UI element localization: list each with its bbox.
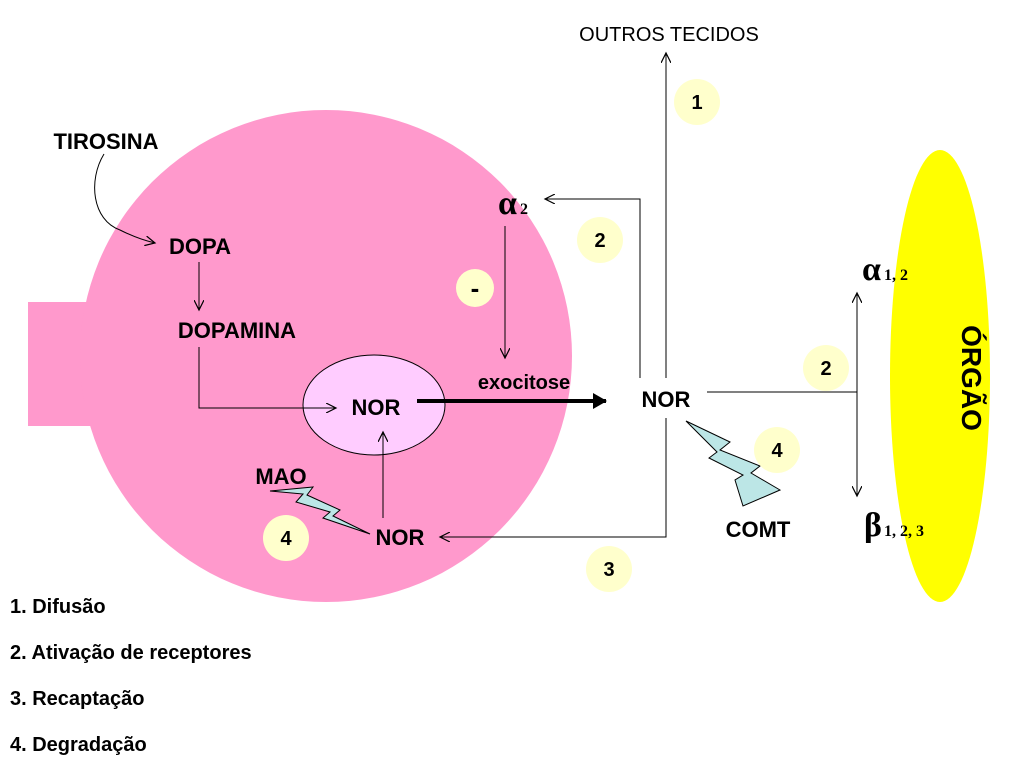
legend-item-recaptacao: 3. Recaptação bbox=[10, 688, 145, 710]
dopamina-label: DOPAMINA bbox=[178, 318, 296, 343]
mao-lightning-icon bbox=[269, 486, 371, 535]
orgao-label: ÓRGÃO bbox=[956, 325, 987, 431]
legend-item-difusao: 1. Difusão bbox=[10, 596, 106, 618]
mao-label: MAO bbox=[255, 464, 306, 489]
neuron-body bbox=[80, 110, 572, 602]
legend-item-ativacao: 2. Ativação de receptores bbox=[10, 642, 252, 664]
svg-text:β: β bbox=[864, 507, 882, 544]
exocitose-label: exocitose bbox=[478, 372, 570, 394]
svg-text:2: 2 bbox=[820, 358, 831, 380]
nor-recaptured-label: NOR bbox=[376, 525, 425, 550]
svg-text:α: α bbox=[862, 251, 881, 288]
svg-text:4: 4 bbox=[280, 528, 292, 550]
dopamina-to-nor-arrow bbox=[198, 347, 336, 408]
dopa-label: DOPA bbox=[169, 234, 231, 259]
comt-label: COMT bbox=[726, 517, 791, 542]
badge-activation-presynaptic: 2 bbox=[577, 217, 623, 263]
organ-ellipse bbox=[890, 150, 990, 602]
receptor-alpha2: α 2 bbox=[498, 185, 528, 222]
badge-diffusion: 1 bbox=[674, 79, 720, 125]
svg-text:4: 4 bbox=[771, 440, 783, 462]
badge-degradation-mao: 4 bbox=[263, 515, 309, 561]
svg-text:α: α bbox=[498, 185, 517, 222]
receptor-alpha12: α 1, 2 bbox=[862, 251, 908, 288]
outros-tecidos-label: OUTROS TECIDOS bbox=[579, 24, 759, 46]
badge-activation-postsynaptic: 2 bbox=[803, 345, 849, 391]
badge-reuptake: 3 bbox=[586, 546, 632, 592]
svg-text:2: 2 bbox=[594, 230, 605, 252]
nor-vesicle-label: NOR bbox=[352, 395, 401, 420]
svg-text:2: 2 bbox=[520, 201, 528, 218]
badge-degradation-comt: 4 bbox=[754, 427, 800, 473]
tirosina-label: TIROSINA bbox=[53, 129, 158, 154]
svg-text:1: 1 bbox=[691, 92, 702, 114]
svg-text:3: 3 bbox=[603, 559, 614, 581]
svg-text:1, 2, 3: 1, 2, 3 bbox=[884, 523, 924, 540]
comt-lightning-icon bbox=[685, 420, 782, 507]
nor-synapse-label: NOR bbox=[642, 387, 691, 412]
legend: 1. Difusão 2. Ativação de receptores 3. … bbox=[10, 594, 252, 768]
tirosina-to-dopa-arrow bbox=[94, 153, 155, 243]
badge-inhibition: - bbox=[456, 269, 494, 307]
receptor-beta123: β 1, 2, 3 bbox=[864, 507, 924, 544]
neuron bbox=[28, 110, 572, 602]
nor-to-alpha2-arrow bbox=[545, 199, 641, 378]
svg-text:1, 2: 1, 2 bbox=[884, 267, 908, 284]
vesicle bbox=[302, 354, 446, 456]
nor-reuptake-arrow bbox=[440, 418, 667, 537]
legend-item-degradacao: 4. Degradação bbox=[10, 734, 147, 756]
svg-text:-: - bbox=[471, 273, 480, 303]
